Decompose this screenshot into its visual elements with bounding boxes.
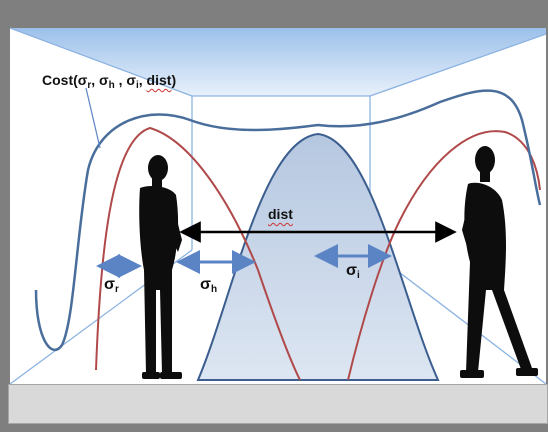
ceiling: [10, 28, 546, 96]
cost-sub-r: r: [87, 80, 92, 91]
cost-curve: [34, 89, 542, 352]
left-person-silhouette: [139, 155, 182, 379]
right-person-silhouette: [460, 146, 538, 378]
sigma-i-subscript: i: [356, 270, 360, 281]
sigma-r-symbol: σ: [104, 276, 115, 293]
red-curves: [95, 126, 541, 381]
cost-sub-i: i: [135, 80, 139, 91]
cost-suffix: ): [171, 72, 177, 88]
sigma-i-symbol: σ: [346, 262, 357, 279]
sigma-h-subscript: h: [210, 284, 218, 295]
sigma-h-label: σh: [200, 276, 217, 295]
cost-sub-h: h: [108, 80, 115, 91]
sigma-h-symbol: σ: [200, 276, 211, 293]
cost-sep-2: , σ: [114, 72, 136, 88]
sigma-r-subscript: r: [114, 284, 119, 295]
cost-pointer: [85, 87, 101, 149]
cost-function-label: Cost(σr, σh , σi, dist): [42, 72, 176, 91]
cost-prefix: Cost(σ: [42, 72, 88, 88]
dist-label: dist: [268, 206, 293, 222]
cost-dist: dist: [146, 72, 172, 88]
cost-sep-1: , σ: [91, 72, 109, 88]
cost-sep-3: ,: [138, 72, 147, 88]
sigma-i-label: σi: [346, 262, 360, 281]
floor-bar: [8, 384, 548, 424]
sigma-r-label: σr: [104, 276, 119, 295]
